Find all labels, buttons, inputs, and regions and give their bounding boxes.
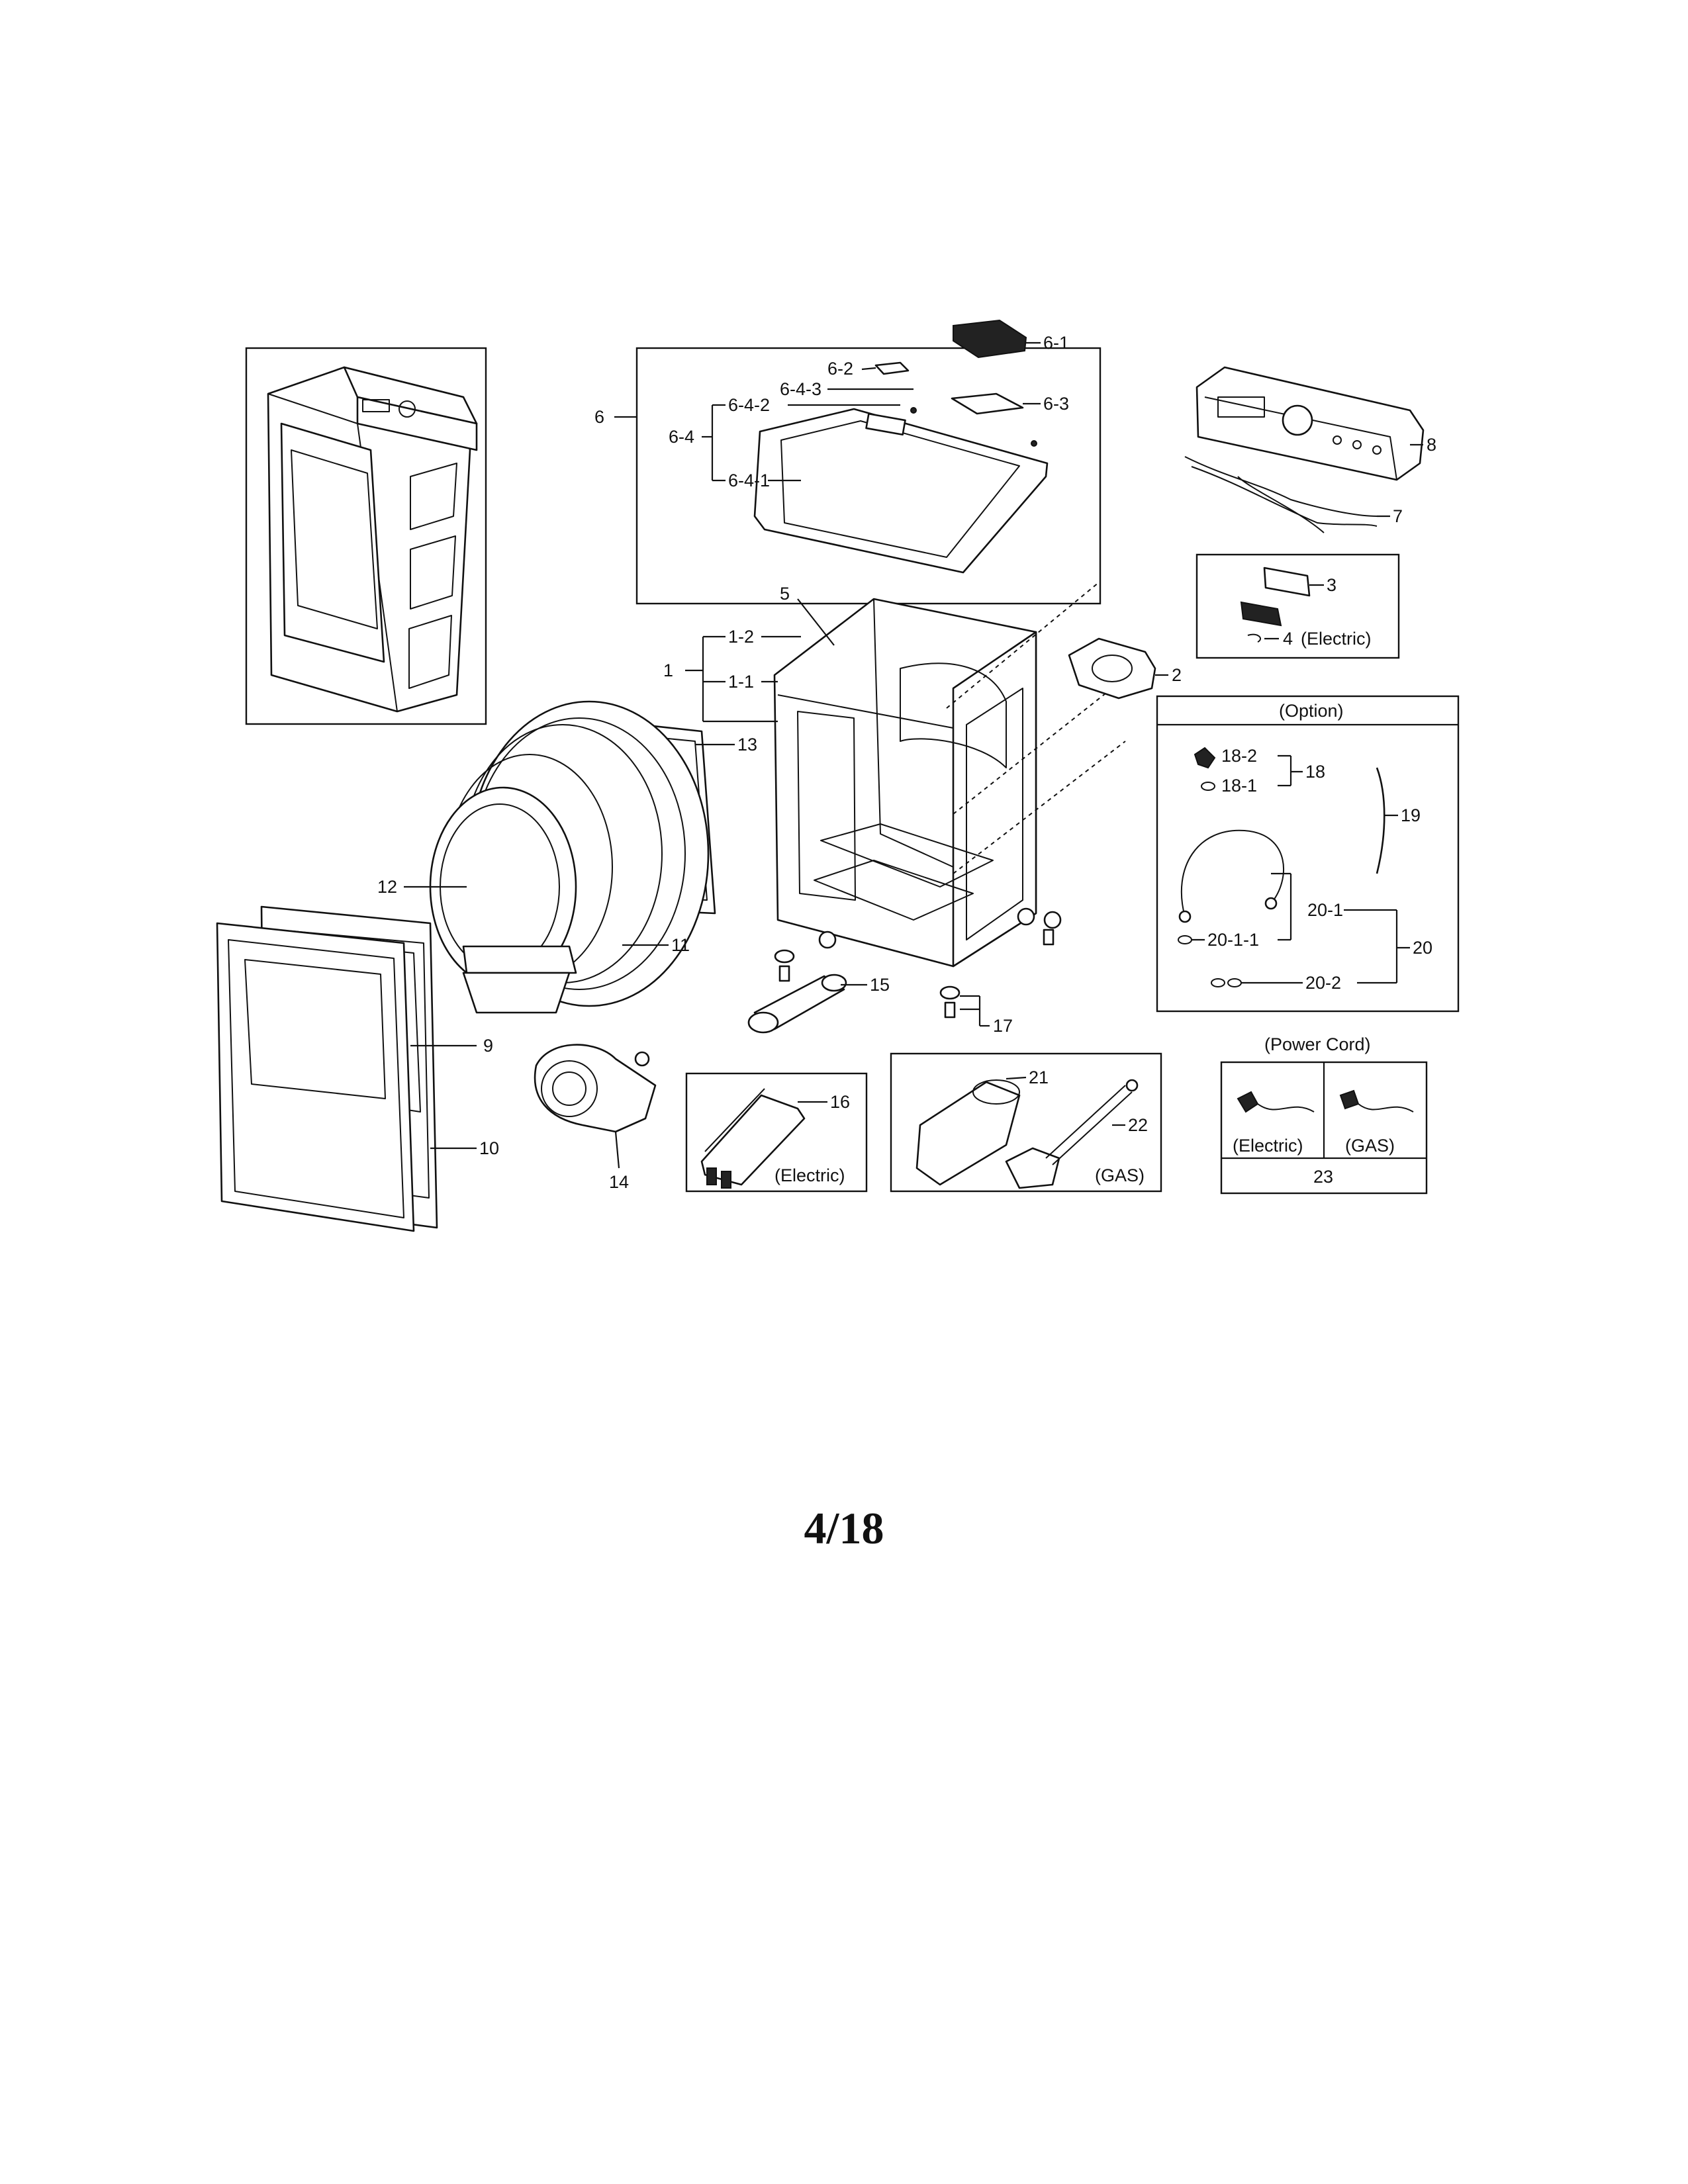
label-14: 14 [609, 1172, 629, 1192]
label-8: 8 [1427, 435, 1436, 455]
label-1-2: 1-2 [728, 627, 754, 647]
part-number-labels: 6 6-4 6-4-2 6-4-3 6-4-1 6-2 6-1 6-3 8 7 … [377, 333, 1436, 1192]
caption-power-cord: (Power Cord) [1264, 1034, 1371, 1054]
label-19: 19 [1401, 805, 1421, 825]
label-6-1: 6-1 [1043, 333, 1069, 353]
label-20-1: 20-1 [1307, 900, 1343, 920]
label-9: 9 [483, 1036, 493, 1056]
top-cover-group [635, 319, 1102, 605]
label-7: 7 [1393, 506, 1403, 526]
control-panel-assembly [1196, 366, 1425, 481]
label-3: 3 [1327, 575, 1336, 595]
label-6-4-1: 6-4-1 [728, 471, 770, 490]
label-16: 16 [830, 1092, 850, 1112]
label-5: 5 [780, 584, 790, 604]
label-6-3: 6-3 [1043, 394, 1069, 414]
label-4: 4 [1283, 629, 1293, 649]
sensor-box [1196, 553, 1400, 659]
label-2: 2 [1172, 665, 1182, 685]
caption-option: (Option) [1279, 701, 1344, 721]
power-cord-box [1220, 1061, 1428, 1195]
label-6-4-2: 6-4-2 [728, 395, 770, 415]
label-1-1: 1-1 [728, 672, 754, 692]
reference-dryer-illustration [245, 347, 487, 725]
caption-gas-burner: (GAS) [1095, 1165, 1145, 1185]
cabinet-assembly [773, 582, 1126, 968]
rear-cover [1068, 637, 1156, 700]
option-box [1156, 695, 1460, 1013]
leader-lines [404, 341, 1423, 1169]
heater-electric-box [685, 1072, 868, 1193]
door-assembly [216, 905, 438, 1232]
label-6: 6 [594, 407, 604, 427]
exhaust-duct [747, 974, 847, 1034]
caption-power-cord-gas: (GAS) [1345, 1136, 1395, 1156]
label-20-1-1: 20-1-1 [1207, 930, 1259, 950]
label-11: 11 [671, 935, 690, 955]
label-23: 23 [1313, 1167, 1333, 1187]
label-12: 12 [377, 877, 397, 897]
label-6-4: 6-4 [669, 427, 694, 447]
label-1: 1 [663, 660, 673, 680]
label-20: 20 [1413, 938, 1432, 958]
label-6-2: 6-2 [827, 359, 853, 379]
leveling-feet [774, 929, 1055, 1019]
label-17: 17 [993, 1016, 1013, 1036]
gas-burner-box [890, 1052, 1162, 1193]
label-18-1: 18-1 [1221, 776, 1257, 796]
label-15: 15 [870, 975, 890, 995]
page-number: 4/18 [804, 1503, 884, 1553]
label-20-2: 20-2 [1305, 973, 1341, 993]
label-13: 13 [737, 735, 757, 754]
label-10: 10 [479, 1138, 499, 1158]
label-6-4-3: 6-4-3 [780, 379, 821, 399]
caption-power-cord-electric: (Electric) [1233, 1136, 1303, 1156]
label-18-2: 18-2 [1221, 746, 1257, 766]
label-22: 22 [1128, 1115, 1148, 1135]
wire-harness [1184, 456, 1378, 533]
caption-electric-sensor: (Electric) [1301, 629, 1372, 649]
blower-fan [534, 1044, 657, 1133]
label-18: 18 [1305, 762, 1325, 782]
caption-electric-heater: (Electric) [774, 1165, 845, 1185]
label-21: 21 [1029, 1068, 1049, 1087]
drum-assembly [429, 700, 716, 1014]
